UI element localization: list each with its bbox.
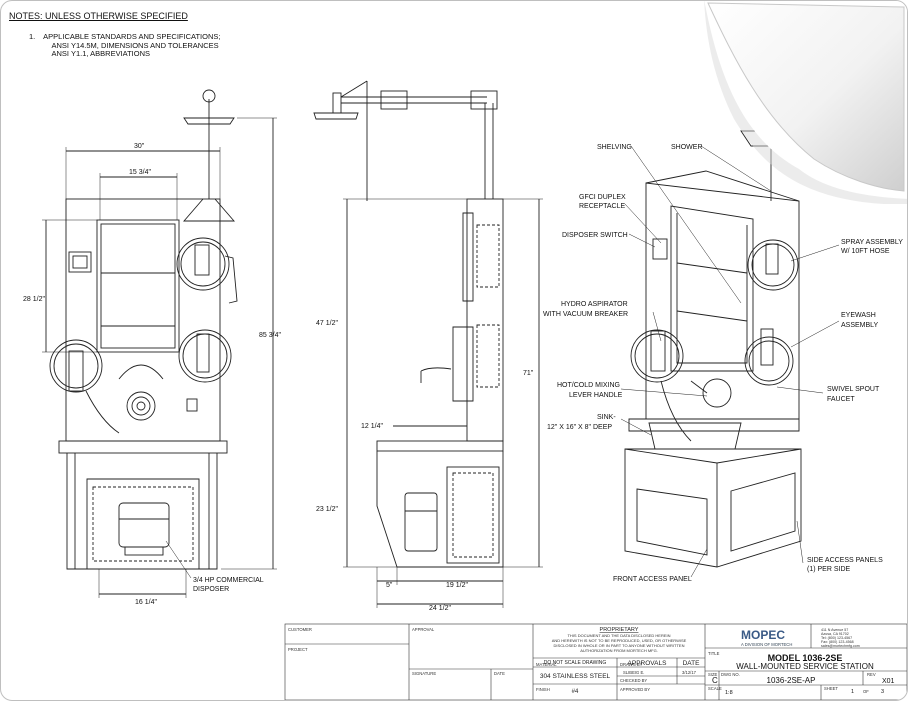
tb-of: 3 bbox=[881, 689, 884, 695]
tb-customer: CUSTOMER bbox=[288, 627, 312, 632]
tb-drawn-label: DRAWN BY bbox=[620, 662, 643, 667]
notes-title: NOTES: UNLESS OTHERWISE SPECIFIED bbox=[9, 11, 188, 21]
tb-date: DATE bbox=[494, 671, 505, 676]
dim-front-shelf: 28 1/2" bbox=[23, 296, 45, 303]
tb-signature: SIGNATURE bbox=[412, 671, 436, 676]
tb-finish: #4 bbox=[572, 689, 579, 695]
label-eyewash-1: EYEWASH bbox=[841, 312, 876, 319]
tb-title-label: TITLE bbox=[708, 651, 720, 656]
tb-brand-sub: A DIVISION OF MORTECH bbox=[741, 642, 792, 647]
leader-lines bbox=[620, 145, 840, 578]
title-block: CUSTOMER APPROVAL PROJECT SIGNATURE DATE… bbox=[284, 623, 907, 700]
dim-front-base: 16 1/4" bbox=[135, 599, 157, 606]
label-side-panels-2: (1) PER SIDE bbox=[807, 566, 851, 573]
tb-address-3: Tel: (800) 123-4567 bbox=[821, 636, 852, 640]
tb-drawn-by: SLIBEIG E. bbox=[623, 670, 644, 675]
tb-model: MODEL 1036-2SE bbox=[768, 653, 843, 663]
tb-finish-label: FINISH bbox=[536, 687, 550, 692]
dim-side-71: 71" bbox=[523, 370, 534, 377]
tb-size-label: SIZE bbox=[708, 672, 718, 677]
label-sink-1: SINK- bbox=[597, 414, 616, 421]
tb-address-4: Fax: (800) 123-4568 bbox=[821, 640, 854, 644]
tb-description: WALL-MOUNTED SERVICE STATION bbox=[736, 662, 874, 671]
dim-side-23: 23 1/2" bbox=[316, 506, 338, 513]
tb-approval: APPROVAL bbox=[412, 627, 435, 632]
tb-material: 304 STAINLESS STEEL bbox=[540, 673, 611, 680]
label-sink-2: 12" X 16" X 8" DEEP bbox=[547, 424, 612, 431]
tb-prop-line-2: AND HEREWITH IS NOT TO BE REPRODUCED, US… bbox=[552, 638, 687, 643]
label-spray-2: W/ 10FT HOSE bbox=[841, 248, 890, 255]
tb-scale: 1:8 bbox=[725, 690, 733, 696]
tb-address-1: 411 N Avenue 57 bbox=[821, 628, 848, 632]
label-shelving: SHELVING bbox=[597, 144, 632, 151]
iso-view bbox=[624, 130, 802, 568]
dim-side-24: 24 1/2" bbox=[429, 605, 451, 612]
tb-sheet-label: SHEET bbox=[824, 686, 838, 691]
tb-approved-label: APPROVED BY bbox=[620, 687, 650, 692]
tb-do-not-scale: DO NOT SCALE DRAWING bbox=[544, 660, 607, 666]
dim-side-19: 19 1/2" bbox=[446, 582, 468, 589]
notes-item-1: 1. APPLICABLE STANDARDS AND SPECIFICATIO… bbox=[29, 32, 221, 58]
label-swivel-2: FAUCET bbox=[827, 396, 855, 403]
label-front-panel: FRONT ACCESS PANEL bbox=[613, 576, 692, 583]
label-hydro-1: HYDRO ASPIRATOR bbox=[561, 301, 628, 308]
label-gfci-1: GFCI DUPLEX bbox=[579, 194, 626, 201]
tb-proprietary: PROPRIETARY bbox=[600, 627, 639, 633]
tb-date-col: DATE bbox=[683, 660, 701, 667]
front-view bbox=[42, 89, 277, 598]
dim-front-height: 85 3/4" bbox=[259, 332, 281, 339]
label-swivel-1: SWIVEL SPOUT bbox=[827, 386, 880, 393]
disposer-label-2: DISPOSER bbox=[193, 586, 229, 593]
tb-checked-label: CHECKED BY bbox=[620, 678, 647, 683]
tb-drawn-date: 3/12/17 bbox=[682, 670, 697, 675]
dim-side-47: 47 1/2" bbox=[316, 320, 338, 327]
label-gfci-2: RECEPTACLE bbox=[579, 203, 625, 210]
tb-material-label: MATERIAL bbox=[536, 662, 557, 667]
tb-approvals: APPROVALS bbox=[628, 660, 668, 667]
page-curl-icon bbox=[704, 1, 907, 204]
dim-side-5: 5" bbox=[386, 582, 393, 589]
disposer-label-1: 3/4 HP COMMERCIAL bbox=[193, 577, 264, 584]
tb-dwg-no: 1036-2SE-AP bbox=[767, 676, 816, 685]
tb-address-5: sales@mortechmfg.com bbox=[821, 644, 860, 648]
tb-prop-line-3: DISCLOSED IN WHOLE OR IN PART TO ANYONE … bbox=[554, 643, 685, 648]
side-view bbox=[313, 80, 543, 608]
tb-rev: X01 bbox=[882, 678, 895, 685]
label-hydro-2: WITH VACUUM BREAKER bbox=[543, 311, 628, 318]
tb-dwg-label: DWG NO. bbox=[721, 672, 740, 677]
label-spray-1: SPRAY ASSEMBLY bbox=[841, 239, 903, 246]
label-eyewash-2: ASSEMBLY bbox=[841, 322, 879, 329]
label-mix-2: LEVER HANDLE bbox=[569, 392, 623, 399]
dim-front-inner: 15 3/4" bbox=[129, 169, 151, 176]
tb-rev-label: REV bbox=[867, 672, 876, 677]
tb-size: C bbox=[712, 676, 718, 685]
label-side-panels-1: SIDE ACCESS PANELS bbox=[807, 557, 883, 564]
dim-front-width: 30" bbox=[134, 143, 145, 150]
tb-sheet: 1 bbox=[851, 689, 854, 695]
tb-project: PROJECT bbox=[288, 647, 308, 652]
tb-scale-label: SCALE bbox=[708, 686, 722, 691]
tb-prop-line-4: AUTHORIZATION FROM MORTECH MFG. bbox=[580, 648, 658, 653]
tb-of-label: OF bbox=[863, 689, 869, 694]
dim-side-12: 12 1/4" bbox=[361, 423, 383, 430]
label-mix-1: HOT/COLD MIXING bbox=[557, 382, 620, 389]
tb-prop-line-1: THIS DOCUMENT AND THE DATA DISCLOSED HER… bbox=[567, 633, 670, 638]
tb-brand: MOPEC bbox=[741, 628, 785, 642]
label-shower: SHOWER bbox=[671, 144, 703, 151]
label-disposer-switch: DISPOSER SWITCH bbox=[562, 232, 628, 239]
tb-address-2: Azusa, CA 91702 bbox=[821, 632, 849, 636]
